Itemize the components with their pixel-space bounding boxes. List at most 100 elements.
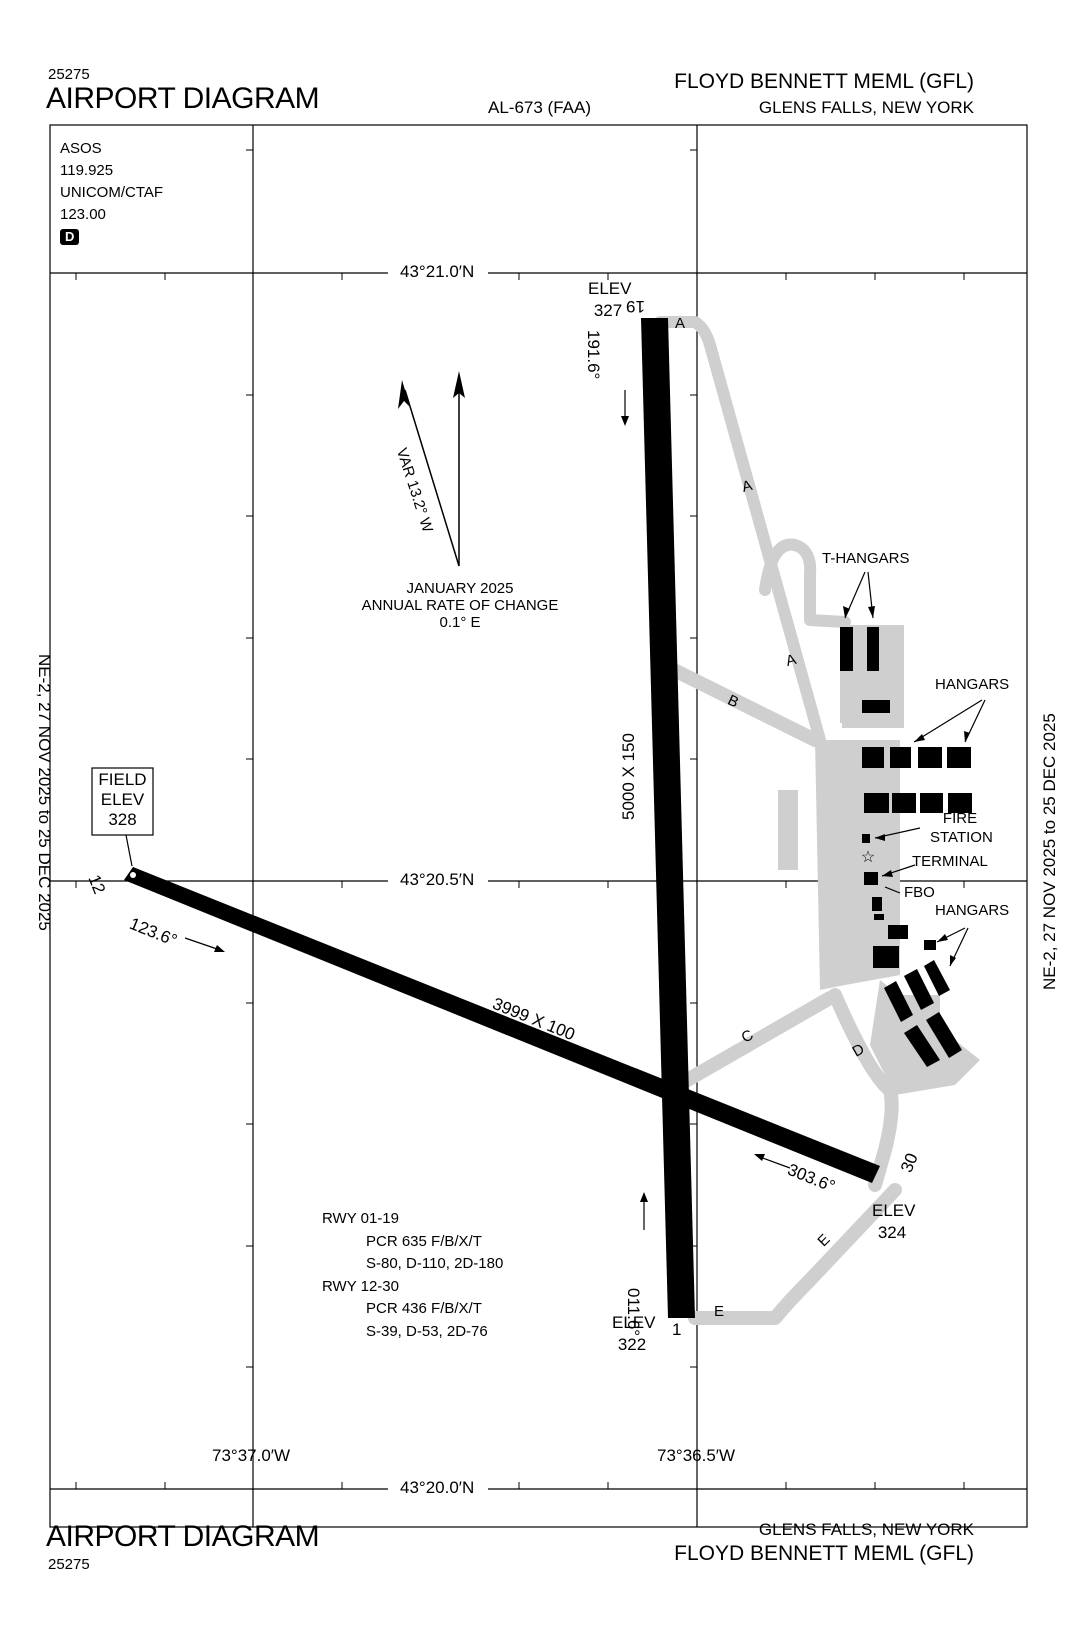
asos-frequency: 119.925 [60,162,114,179]
mag-rate-label: ANNUAL RATE OF CHANGE [361,597,559,614]
lat-label-bottom: 43°20.0′N [400,1478,475,1497]
rwy-01-19-dimensions: 5000 X 150 [619,733,638,820]
field-elev-box [91,767,154,836]
lon-label-left: 73°37.0′W [212,1446,291,1465]
lat-label-top: 43°21.0′N [400,262,475,281]
runway-12-30 [124,867,880,1183]
rwy-01-elev-label: ELEV [612,1313,656,1332]
rwy-30-elev-value: 324 [877,1223,907,1242]
annual-change-block: JANUARY 2025 ANNUAL RATE OF CHANGE 0.1° … [330,580,590,631]
true-north-arrowhead [453,371,465,398]
terminal-label: TERMINAL [912,853,988,870]
chart-number-top: 25275 [48,66,90,83]
fire-station-line1: FIRE [942,810,978,827]
fire-station-label: FIRE STATION [930,809,993,847]
rwy-19-end-label: 19 [626,297,645,316]
hangars-south-label: HANGARS [935,902,1010,919]
hangar-n3 [918,747,942,768]
runway-12-threshold-dot [130,872,136,878]
runway-01-19 [641,318,695,1318]
mag-rate-value: 0.1° E [439,614,481,631]
rwy1-id: RWY 01-19 [322,1210,399,1227]
fbo-label: FBO [904,884,935,901]
rwy2-id: RWY 12-30 [322,1277,399,1295]
taxiway-a-label-north: A [675,315,686,332]
taxiway-b [663,661,822,747]
rwy2-pcr: PCR 436 F/B/X/T [366,1300,482,1317]
rwy1-weights: S-80, D-110, 2D-180 [366,1255,504,1272]
t-hangar-1 [840,627,853,671]
rwy-19-elev-label: ELEV [588,279,632,298]
taxiway-a [654,316,826,746]
unicom-label: UNICOM/CTAF [60,184,164,201]
taxiway-e [688,1183,902,1325]
rwy-01-heading-arrow [640,1192,648,1202]
hangar-s3 [924,940,936,950]
rwy-30-heading-arrow [754,1154,765,1161]
field-elev-text: FIELD ELEV 328 [92,770,153,830]
lat-label-mid: 43°20.5′N [400,870,475,889]
rwy-30-elev-label: ELEV [872,1201,916,1220]
city-state-top: GLENS FALLS, NEW YORK [758,98,974,117]
hangar-n2 [890,747,911,768]
chart-title-top: AIRPORT DIAGRAM [46,82,320,115]
hangar-s7 [904,1025,940,1067]
rwy-19-elev-value: 327 [593,301,623,320]
hangar-s5 [904,969,934,1010]
hangar-s8 [926,1012,962,1058]
hangar-n6 [892,793,916,813]
magnetic-north-arrowhead [398,380,410,409]
leader-arrowheads [843,606,970,966]
rwy-19-elev: ELEV 327 [588,278,632,322]
magnetic-north-line [404,389,460,567]
rwy-01-elev: ELEV 322 [612,1312,656,1356]
rwy2-weights: S-39, D-53, 2D-76 [366,1322,488,1340]
hangar-n5 [864,793,889,813]
chart-title-bottom: AIRPORT DIAGRAM [46,1520,320,1553]
asos-label: ASOS [60,140,102,157]
hangar-s6 [924,960,950,996]
hangars-north-label: HANGARS [935,676,1010,693]
hangar-n7 [920,793,943,813]
fire-station-line2: STATION [930,829,993,846]
hangar-n8 [948,793,972,813]
procedure-id: AL-673 (FAA) [488,98,591,117]
rwy-19-heading: 191.6° [584,330,603,380]
fbo-2 [874,914,884,920]
rwy-01-elev-value: 322 [617,1335,647,1354]
hangar-n4 [947,747,971,768]
lon-label-right: 73°36.5′W [657,1446,736,1465]
taxiway-c [663,991,837,1097]
chart-number-bottom: 25275 [48,1556,90,1573]
rwy-19-heading-arrow [621,416,629,426]
comms-block: ASOS 119.925 UNICOM/CTAF 123.00 D [60,138,163,248]
city-state-bottom: GLENS FALLS, NEW YORK [758,1520,974,1539]
runway-data-notes: RWY 01-19 PCR 635 F/B/X/T S-80, D-110, 2… [322,1208,503,1343]
west-apron [778,790,798,870]
t-hangars-label: T-HANGARS [822,550,910,567]
terminal [864,872,878,885]
hangar-s1 [888,925,908,939]
rwy-01-end-label: 1 [672,1320,682,1339]
grid-ticks [75,149,965,1489]
t-hangar-loop [759,538,851,628]
fire-star-icon: ☆ [861,849,875,866]
taxiway-d [828,988,899,1192]
taxiway-e-label: E [714,1303,725,1320]
fire-station [862,834,870,843]
t-hangar-2 [867,627,879,671]
hangar-s4 [884,981,913,1022]
field-elev-line2: ELEV [100,790,145,809]
field-elev-value: 328 [108,810,137,829]
rwy-30-elev: ELEV 324 [872,1200,916,1244]
rwy-12-heading-arrow [214,945,225,952]
airport-name-bottom: FLOYD BENNETT MEML (GFL) [674,1542,974,1565]
hangar-small [862,700,890,713]
taxiways [654,316,902,1325]
fbo-1 [872,897,882,911]
atis-d-badge: D [60,229,80,245]
chart-frame [49,124,1028,1528]
hangar-s2 [873,946,899,968]
rwy1-pcr: PCR 635 F/B/X/T [366,1232,482,1250]
